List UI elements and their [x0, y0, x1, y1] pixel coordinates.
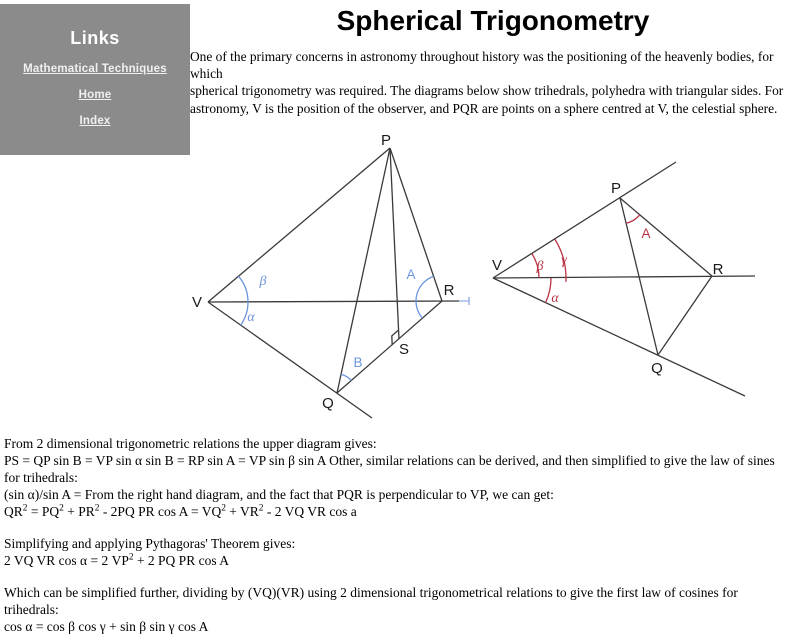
angle-label-beta: β	[536, 259, 544, 274]
edge-pq	[619, 197, 659, 355]
vertex-label-q: Q	[651, 360, 663, 377]
angle-label-alpha: α	[551, 291, 559, 306]
paragraph-law-of-sines: From 2 dimensional trigonometric relatio…	[4, 435, 775, 519]
angle-label-gamma: γ	[561, 253, 567, 268]
vertex-label-p: P	[611, 180, 621, 197]
axis-end-tick	[459, 296, 470, 305]
angle-label-b: B	[353, 355, 362, 370]
links-heading: Links	[70, 28, 120, 48]
edge-pr	[389, 147, 443, 302]
left-angle-labels: β α A B	[247, 267, 415, 370]
arc-angle-a	[625, 214, 641, 224]
left-angle-arcs	[237, 275, 434, 381]
right-vertex-labels: P V R Q	[492, 180, 724, 377]
edge-vr	[207, 300, 460, 303]
vertex-label-p: P	[381, 132, 391, 149]
arc-alpha	[240, 301, 249, 326]
links-box: Links Mathematical Techniques Home Index	[0, 4, 190, 155]
edge-vq-extended	[207, 301, 373, 419]
edge-vq-extended	[492, 277, 746, 397]
vertex-label-s: S	[399, 341, 409, 358]
trihedral-diagrams-figure: P V R S Q β α A B P	[192, 132, 756, 419]
arc-beta	[237, 275, 249, 302]
vertex-label-r: R	[713, 261, 724, 278]
right-angle-marker	[391, 329, 400, 345]
edge-pr	[619, 197, 713, 277]
right-angle-labels: β γ α A	[536, 226, 651, 306]
paragraph-law-of-cosines: Which can be simplified further, dividin…	[4, 584, 738, 634]
intro-paragraph: One of the primary concerns in astronomy…	[190, 49, 784, 116]
edge-rq	[336, 300, 443, 394]
angle-label-a: A	[406, 267, 415, 282]
vertex-label-v: V	[192, 294, 202, 311]
edge-vp	[207, 147, 391, 303]
edge-ps	[389, 147, 400, 339]
arc-gamma	[554, 238, 567, 282]
left-diagram-edges	[207, 147, 460, 419]
arc-angle-b	[340, 373, 352, 381]
right-angle-arcs	[531, 214, 641, 303]
arc-alpha	[545, 277, 552, 303]
arc-beta	[531, 252, 540, 278]
link-mathematical-techniques[interactable]: Mathematical Techniques	[23, 63, 167, 75]
page-title: Spherical Trigonometry	[336, 5, 650, 36]
vertex-label-r: R	[444, 282, 455, 299]
paragraph-pythagoras: Simplifying and applying Pythagoras' The…	[4, 535, 296, 568]
left-trihedral-diagram: P V R S Q β α A B	[192, 132, 470, 419]
link-index[interactable]: Index	[79, 115, 111, 127]
link-home[interactable]: Home	[78, 89, 112, 101]
vertex-label-v: V	[492, 257, 502, 274]
angle-label-beta: β	[259, 274, 267, 289]
edge-vp-extended	[492, 161, 677, 279]
right-diagram-edges	[492, 161, 756, 397]
right-trihedral-diagram: P V R Q β γ α A	[492, 161, 756, 397]
angle-label-a: A	[641, 226, 650, 241]
left-vertex-labels: P V R S Q	[192, 132, 455, 412]
angle-label-alpha: α	[247, 310, 255, 325]
derivation-text: From 2 dimensional trigonometric relatio…	[0, 435, 796, 635]
edge-rq	[657, 275, 713, 356]
vertex-label-q: Q	[322, 395, 334, 412]
arc-angle-a	[415, 275, 434, 319]
edge-pq	[336, 147, 391, 393]
